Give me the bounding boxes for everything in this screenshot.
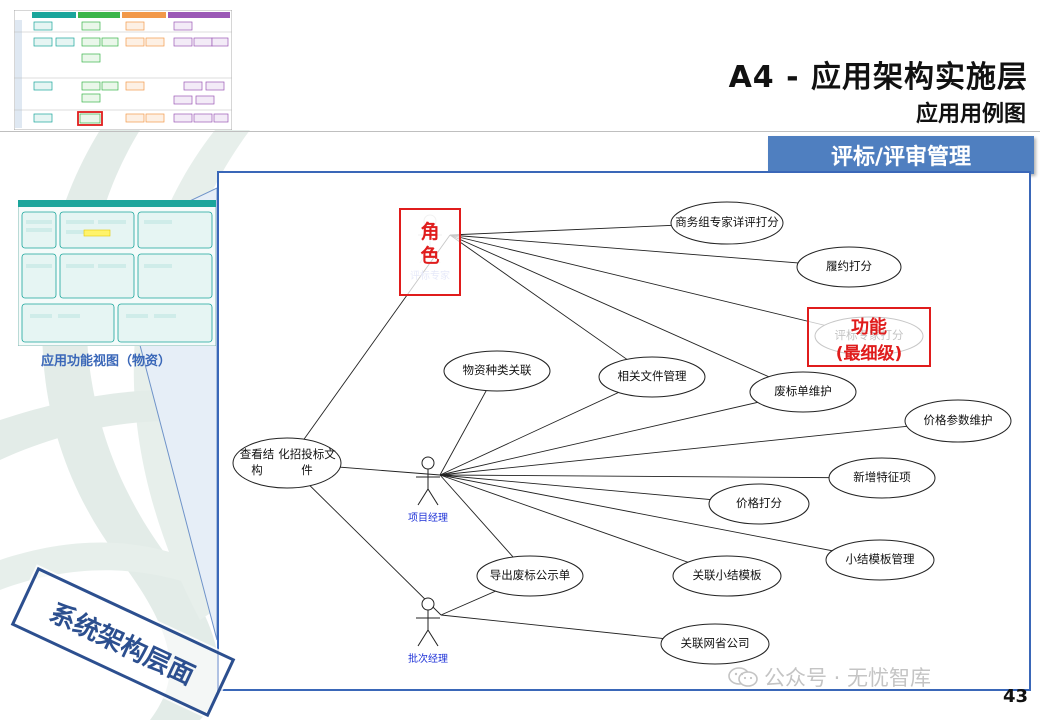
role-annotation: 角色 xyxy=(420,221,440,267)
association-batch-uc8 xyxy=(286,462,442,616)
function-view-thumbnail xyxy=(18,200,216,346)
function-view-caption: 应用功能视图（物资） xyxy=(40,354,171,369)
association-pm-uc6 xyxy=(439,391,804,476)
use-case-ellipse-uc10[interactable] xyxy=(708,483,810,525)
use-case-ellipse-uc9[interactable] xyxy=(828,457,936,499)
association-expert-uc2 xyxy=(449,234,850,268)
use-case-ellipse-uc2[interactable] xyxy=(796,246,902,288)
page-title: A4 - 应用架构实施层 xyxy=(728,60,1028,95)
actor-label-batch: 批次经理 xyxy=(408,654,448,665)
association-pm-uc13 xyxy=(439,474,728,577)
wechat-icon xyxy=(728,667,758,687)
association-expert-uc5 xyxy=(449,234,653,378)
use-case-ellipse-uc12[interactable] xyxy=(476,555,584,597)
use-case-ellipse-uc13[interactable] xyxy=(672,555,782,597)
use-case-ellipse-uc1[interactable] xyxy=(670,201,784,245)
use-case-ellipse-uc6[interactable] xyxy=(749,371,857,413)
page-subtitle: 应用用例图 xyxy=(915,102,1026,127)
association-pm-uc9 xyxy=(439,474,883,479)
association-expert-uc6 xyxy=(449,234,804,393)
association-pm-uc11 xyxy=(439,474,881,561)
use-case-ellipse-uc14[interactable] xyxy=(660,623,770,665)
actor-label-pm: 项目经理 xyxy=(408,513,448,524)
section-banner: 评标/评审管理 xyxy=(768,136,1034,174)
actor-pm[interactable] xyxy=(416,456,440,506)
association-expert-uc3 xyxy=(449,234,870,337)
function-annotation-line1: 功能 xyxy=(851,317,887,338)
use-case-ellipse-uc11[interactable] xyxy=(825,539,935,581)
architecture-overview-thumbnail xyxy=(14,10,232,130)
use-case-diagram: 商务组专家详评打分履约打分评标专家打分物资种类关联相关文件管理废标单维护价格参数… xyxy=(217,171,1031,691)
use-case-ellipse-uc4[interactable] xyxy=(443,350,551,392)
page-number: 43 xyxy=(1002,686,1028,707)
watermark: 公众号 · 无忧智库 xyxy=(728,662,931,692)
actor-batch[interactable] xyxy=(416,597,440,647)
watermark-text: 公众号 · 无忧智库 xyxy=(764,666,932,690)
association-pm-uc7 xyxy=(439,420,959,476)
use-case-ellipse-uc5[interactable] xyxy=(598,356,706,398)
use-case-ellipse-uc8[interactable] xyxy=(232,437,342,489)
header-divider xyxy=(0,131,1040,132)
function-annotation-box: 功能 (最细级) xyxy=(807,307,931,367)
association-pm-uc10 xyxy=(439,474,760,505)
function-annotation-line2: (最细级) xyxy=(835,344,903,364)
role-annotation-box: 角色 xyxy=(399,208,461,296)
association-pm-uc5 xyxy=(439,376,653,476)
use-case-ellipse-uc7[interactable] xyxy=(904,399,1012,443)
use-case-diagram-canvas xyxy=(232,201,1012,665)
